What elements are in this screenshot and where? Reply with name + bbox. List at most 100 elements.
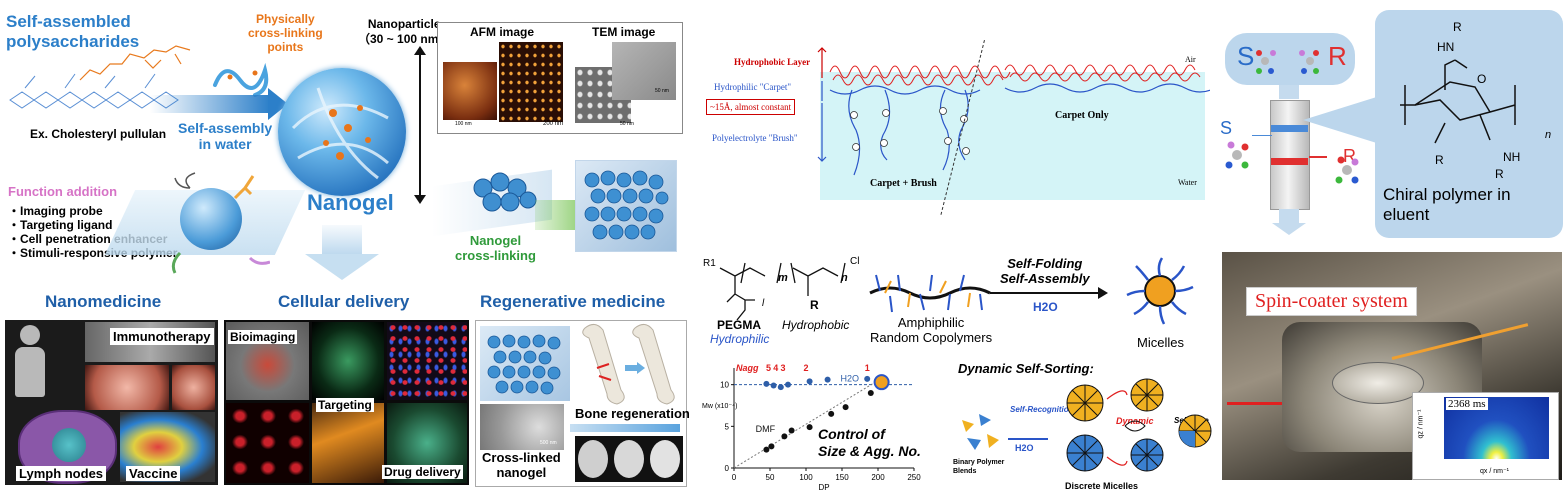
- functional-nanogel: [180, 188, 242, 250]
- micelle-section: R1 m n Cl l R PEGMA Hydrophilic Hydropho…: [700, 248, 1215, 498]
- molecules-icon: [1256, 50, 1319, 74]
- struct-callout: [1303, 95, 1383, 145]
- hydrophobic-chains: [829, 64, 1210, 95]
- data-point: [842, 404, 849, 411]
- amphiphilic-chain-icon: [869, 274, 991, 313]
- x-axis-label: DP: [818, 483, 829, 492]
- data-point: [768, 443, 775, 450]
- x-tick-label: 0: [732, 473, 737, 482]
- struct-O: O: [1477, 72, 1487, 86]
- brush-label: Polyelectrolyte "Brush": [712, 133, 798, 143]
- afm-image-1: [443, 62, 497, 120]
- reaction-arrowhead: [1098, 287, 1108, 299]
- brush-chains: [848, 89, 970, 176]
- spin-title: Spin-coater system: [1246, 287, 1417, 316]
- column-tube: [1270, 100, 1310, 210]
- nagg-value: 3: [780, 363, 785, 373]
- data-point: [763, 446, 770, 453]
- data-point: [763, 380, 770, 387]
- spin-arrow-red: [1227, 402, 1282, 405]
- nagg-value: 5: [766, 363, 771, 373]
- size-arrow-bottom: [414, 195, 426, 204]
- chiral-caption: Chiral polymer in eluent: [1383, 185, 1511, 224]
- carpet-brush-label: Carpet + Brush: [870, 178, 937, 189]
- data-point: [806, 424, 813, 431]
- saxs-qz: qz / nm⁻¹: [1417, 409, 1425, 439]
- tem-scale-2: 50 nm: [620, 121, 634, 127]
- self-assembly-arrow: [150, 95, 270, 113]
- function-ligands: [171, 172, 270, 274]
- nagg-value: 4: [773, 363, 778, 373]
- human-silhouette-icon: [20, 325, 40, 345]
- data-point: [824, 376, 831, 383]
- carpet-only-label: Carpet Only: [1055, 110, 1109, 121]
- sr-bubble: [1225, 33, 1355, 85]
- h2o-label-2: H2O: [1015, 443, 1034, 453]
- pullulan-structure: [9, 45, 191, 109]
- l-label: l: [762, 298, 765, 309]
- nanogel-network: [291, 87, 389, 180]
- cl-label: Cl: [850, 256, 860, 267]
- data-point: [828, 410, 835, 417]
- drug-label: Drug delivery: [382, 465, 463, 479]
- example-label: Ex. Cholesteryl pullulan: [30, 127, 167, 141]
- column-arrow: [1279, 85, 1299, 99]
- column-band-red: [1271, 158, 1308, 165]
- h2o-label: H2O: [1033, 300, 1058, 314]
- red-cells-image: [226, 403, 309, 483]
- crosslinking-label: Nanogel cross-linking: [455, 233, 536, 263]
- self-folding-label: Self-Folding Self-Assembly: [1000, 256, 1090, 286]
- hydrophilic-label: Hydrophilic: [710, 332, 770, 346]
- nanoparticle-label: Nanoparticle （30 ~ 100 nm）: [358, 17, 451, 46]
- targeting-image: [312, 403, 384, 483]
- pegma-label: PEGMA: [717, 318, 762, 332]
- column-out-arrowhead: [1272, 223, 1306, 235]
- bioimaging-label: Bioimaging: [228, 330, 298, 344]
- nanogel-sphere: [278, 68, 406, 196]
- struct-n: n: [1545, 129, 1552, 141]
- sorting-arrow: [1008, 438, 1048, 440]
- y-tick-label: 5: [725, 422, 730, 431]
- lymph-nucleus: [52, 428, 86, 462]
- human-body: [15, 347, 45, 397]
- cube-nanogels: [584, 170, 669, 240]
- x-tick-label: 100: [799, 473, 813, 482]
- r1-label: R1: [703, 258, 716, 269]
- bone-label: Bone regeneration: [575, 406, 690, 421]
- data-point: [864, 375, 871, 382]
- hydrophobic-layer-label: Hydrophobic Layer: [734, 57, 811, 67]
- micelle-marker: [873, 374, 890, 391]
- nanogel-label: Nanogel: [307, 190, 394, 215]
- header-regenerative: Regenerative medicine: [480, 292, 666, 311]
- immunotherapy-label: Immunotherapy: [110, 328, 214, 345]
- afm-scale-2: 200 nm: [543, 121, 564, 127]
- spin-stage: [1332, 362, 1424, 404]
- water-region: [820, 72, 1205, 200]
- column-out-arrow: [1279, 209, 1299, 223]
- air-label: Air: [1185, 55, 1196, 64]
- y-axis-label: Mw (x10⁻⁴): [702, 403, 737, 410]
- header-nanomedicine: Nanomedicine: [45, 292, 162, 311]
- nagg-value: 1: [865, 363, 870, 373]
- s-small-label: S: [1220, 118, 1233, 138]
- crosslink-label: Physically cross-linking points: [248, 12, 323, 54]
- copolymer-structure: [719, 262, 846, 321]
- dynamic-title: Dynamic Self-Sorting:: [958, 361, 1094, 376]
- afm-label: AFM image: [470, 25, 535, 39]
- afm-scale-1: 100 nm: [455, 121, 472, 127]
- struct-NH: NH: [1503, 150, 1521, 164]
- r-big-label: R: [1328, 41, 1347, 71]
- afm-image-2: [499, 42, 563, 122]
- x-tick-label: 50: [766, 473, 775, 482]
- struct-R-top: R: [1453, 20, 1462, 34]
- down-arrowhead: [305, 254, 379, 280]
- endoscopy-image-1: [85, 365, 169, 410]
- n-label: n: [841, 272, 848, 284]
- data-point: [781, 433, 788, 440]
- carpet-section: Hydrophobic Layer Hydrophilic "Carpet" ~…: [700, 30, 1210, 215]
- self-assembly-label: Self-assembly in water: [178, 120, 273, 152]
- polysaccharide-title: Self-assembled polysaccharides: [6, 12, 140, 51]
- micelles-label: Micelles: [1137, 335, 1184, 350]
- lymph-label: Lymph nodes: [16, 466, 107, 481]
